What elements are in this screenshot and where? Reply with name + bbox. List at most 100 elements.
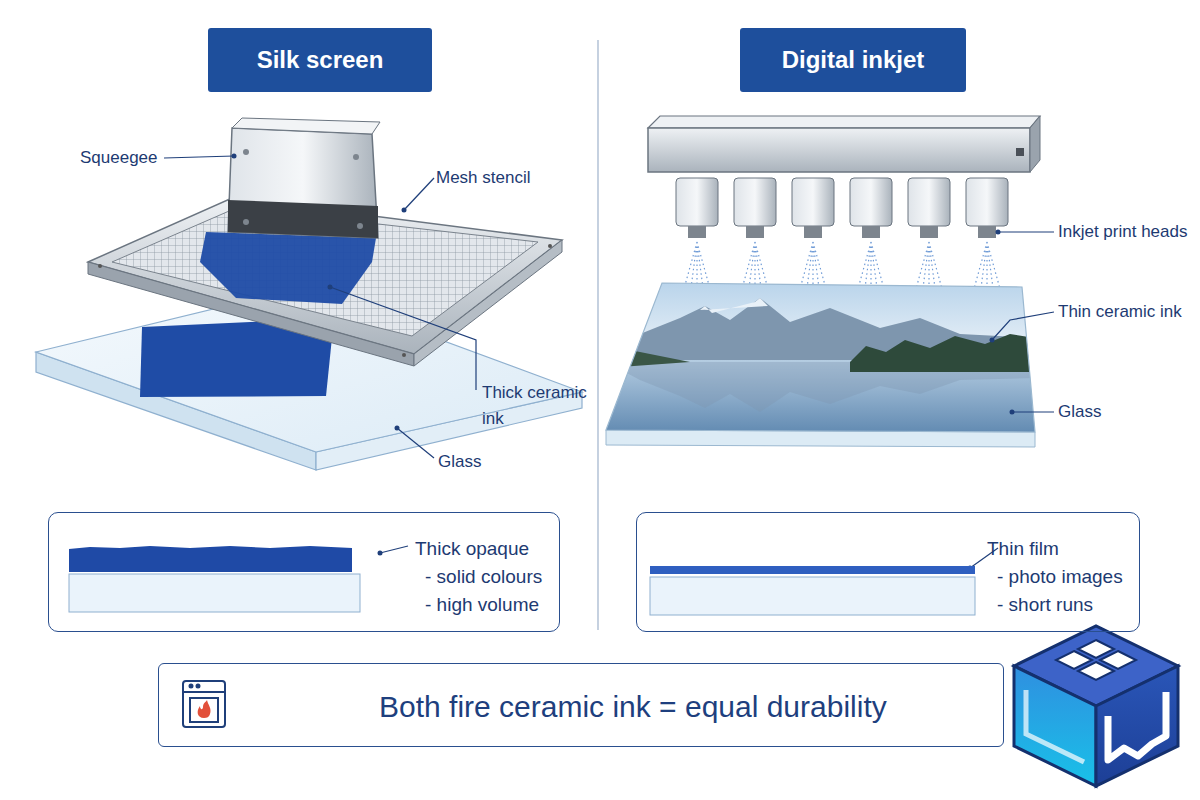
- print-bar: [648, 116, 1040, 172]
- landscape-image: [850, 334, 1035, 372]
- leader-lines: [998, 231, 1054, 232]
- conclusion-banner: Both fire ceramic ink = equal durability: [158, 663, 1004, 747]
- screen-frame: [98, 264, 102, 268]
- brand-logo: [1078, 662, 1114, 680]
- kiln-icon: [197, 685, 200, 688]
- method-header: Silk screen: [208, 28, 432, 92]
- print-bar: [1030, 116, 1040, 172]
- squeegee: [228, 200, 378, 238]
- leader-dots: [328, 285, 333, 290]
- inkjet-head: [688, 226, 706, 238]
- part-label: Thin ceramic ink: [1058, 299, 1198, 325]
- printed-glass: [600, 278, 1040, 447]
- leader-dots: [990, 338, 995, 343]
- brand-logo: [1014, 626, 1178, 786]
- leader-dots: [378, 551, 383, 556]
- inkjet-head: [966, 178, 1008, 226]
- part-label: Squeegee: [80, 145, 190, 171]
- landscape-image: [606, 350, 690, 368]
- leader-lines: [380, 546, 408, 553]
- print-bar: [648, 128, 1030, 172]
- leader-dots: [232, 154, 237, 159]
- node-heading: Silk screen: [208, 45, 432, 75]
- divider-line: [597, 40, 598, 630]
- kiln-icon: [190, 685, 193, 688]
- part-label: Thick ceramic ink: [482, 380, 592, 432]
- ink-on-mesh: [200, 232, 376, 304]
- method-header: Digital inkjet: [740, 28, 966, 92]
- squeegee: [243, 149, 249, 155]
- leader-dots: [996, 230, 1001, 235]
- leader-dots: [1010, 410, 1015, 415]
- thick-cross-section: [69, 546, 352, 572]
- inkjet-head: [676, 178, 718, 296]
- inkjet-head: [676, 178, 718, 226]
- print-bar: [1016, 148, 1024, 156]
- brand-logo: [1026, 690, 1084, 762]
- kiln-icon: [183, 691, 225, 693]
- inkjet-head: [746, 226, 764, 238]
- brand-logo: [1056, 640, 1136, 680]
- brand-logo: [1014, 666, 1096, 786]
- thin-cross-section: [650, 577, 975, 615]
- kiln-icon: [183, 681, 225, 727]
- squeegee: [353, 154, 359, 160]
- kiln-icon: [198, 700, 211, 718]
- leader-lines: [404, 178, 434, 210]
- leader-lines: [397, 428, 434, 458]
- leader-dots: [232, 154, 1015, 571]
- thin-cross-section: [650, 566, 975, 615]
- thick-cross-section: [69, 574, 360, 612]
- print-bar: [648, 116, 1040, 128]
- part-label: Glass: [438, 449, 518, 475]
- summary-box: Thick opaque- solid colours- high volume: [48, 512, 560, 632]
- brand-logo: [1096, 666, 1178, 786]
- screen-frame: [88, 198, 562, 366]
- leader-lines: [1012, 411, 1054, 412]
- inkjet-head: [850, 178, 892, 296]
- squeegee: [357, 223, 363, 229]
- leader-lines: [164, 156, 234, 158]
- inkjet-head: [804, 226, 822, 238]
- node-text: - solid colours: [425, 565, 559, 589]
- screen-frame: [402, 353, 406, 357]
- inkjet-head-row: [676, 178, 1008, 296]
- inkjet-head: [734, 178, 776, 296]
- landscape-image: [700, 298, 768, 313]
- divider-line: [598, 40, 599, 630]
- node-text: - high volume: [425, 593, 559, 617]
- inkjet-head: [850, 178, 892, 226]
- part-label: Inkjet print heads: [1058, 219, 1198, 245]
- squeegee: [228, 118, 380, 238]
- summary-box: Thin film- photo images- short runs: [636, 512, 1140, 632]
- screen-frame: [414, 240, 562, 366]
- part-label: Glass: [1058, 399, 1138, 425]
- leader-lines: [992, 312, 1054, 340]
- inkjet-head: [792, 178, 834, 226]
- printed-glass: [606, 283, 1035, 432]
- inkjet-head: [862, 226, 880, 238]
- thin-cross-section: [650, 566, 975, 574]
- part-label: Mesh stencil: [436, 165, 576, 191]
- thick-cross-section: [69, 546, 360, 612]
- leader-lines: [330, 287, 476, 390]
- inkjet-head: [734, 178, 776, 226]
- landscape-image: [600, 278, 1040, 440]
- inkjet-head: [792, 178, 834, 296]
- brand-logo: [1108, 692, 1166, 760]
- printed-glass: [606, 430, 1035, 447]
- node-heading: Digital inkjet: [740, 45, 966, 75]
- inkjet-head: [908, 178, 950, 226]
- inkjet-head: [908, 178, 950, 296]
- squeegee: [243, 219, 249, 225]
- inkjet-head: [978, 226, 996, 238]
- inkjet-head: [966, 178, 1008, 296]
- node-text: - short runs: [997, 593, 1137, 617]
- leader-dots: [395, 426, 400, 431]
- squeegee: [228, 128, 378, 238]
- ink-on-mesh: [200, 232, 376, 304]
